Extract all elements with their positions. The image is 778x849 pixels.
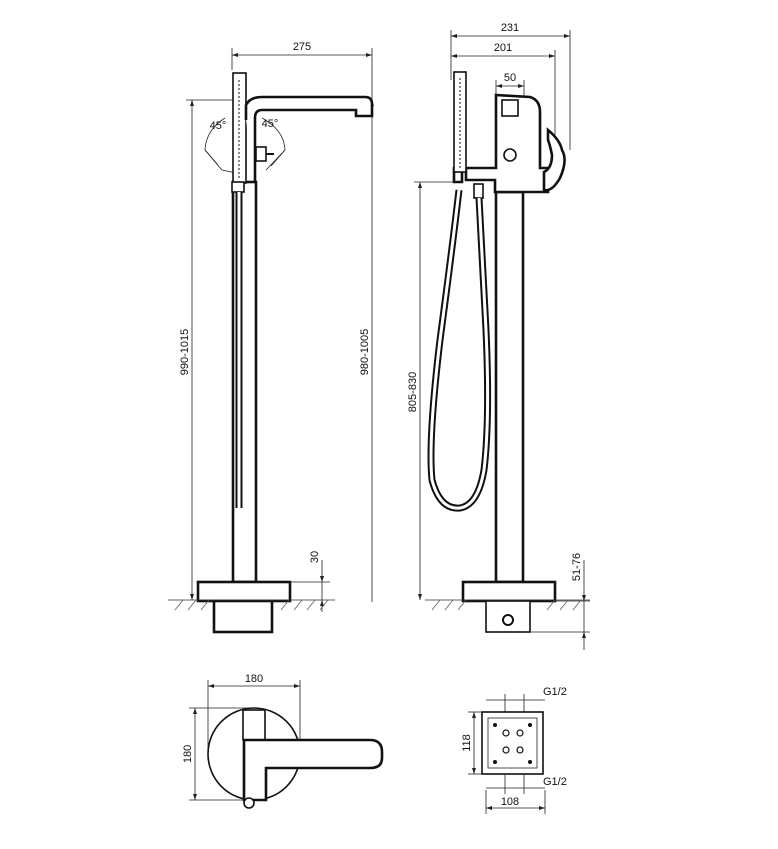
top-view: 180 180 bbox=[182, 673, 384, 809]
dim-hand-shower-height: 990-1015 bbox=[179, 329, 191, 376]
dim-top-width: 180 bbox=[245, 673, 263, 685]
lever bbox=[542, 127, 566, 192]
base-plate bbox=[196, 580, 292, 603]
dim-base-height: 30 bbox=[309, 551, 321, 563]
spout-top bbox=[242, 738, 384, 802]
front-view: 231 201 50 805-830 bbox=[407, 22, 590, 650]
base-plan: G1/2 118 G1/2 108 bbox=[461, 686, 567, 814]
dim-base-depth: 118 bbox=[461, 734, 473, 752]
dim-spout-reach: 275 bbox=[293, 41, 311, 53]
angle-right: 45° bbox=[262, 118, 279, 130]
dim-spout-height: 980-1005 bbox=[359, 329, 371, 376]
front-column bbox=[494, 190, 525, 584]
dim-holder-height: 805-830 bbox=[407, 372, 419, 412]
dim-lever-offset: 50 bbox=[504, 72, 516, 84]
dim-body-width: 201 bbox=[494, 42, 512, 54]
dim-overall-width: 231 bbox=[501, 22, 519, 34]
base-outline bbox=[481, 711, 544, 775]
inlet-bottom-label: G1/2 bbox=[543, 776, 567, 788]
inlet-top-label: G1/2 bbox=[543, 686, 567, 698]
dim-top-depth: 180 bbox=[182, 745, 194, 763]
dim-floor-depth: 51-76 bbox=[571, 553, 583, 581]
dim-base-width: 108 bbox=[501, 796, 519, 808]
mixer-body bbox=[464, 93, 550, 194]
front-base-plate bbox=[461, 580, 557, 603]
floor-box bbox=[212, 599, 274, 634]
side-view: 275 990-1015 980-1005 45° 45° bbox=[168, 41, 374, 634]
angle-left: 45° bbox=[210, 120, 227, 132]
